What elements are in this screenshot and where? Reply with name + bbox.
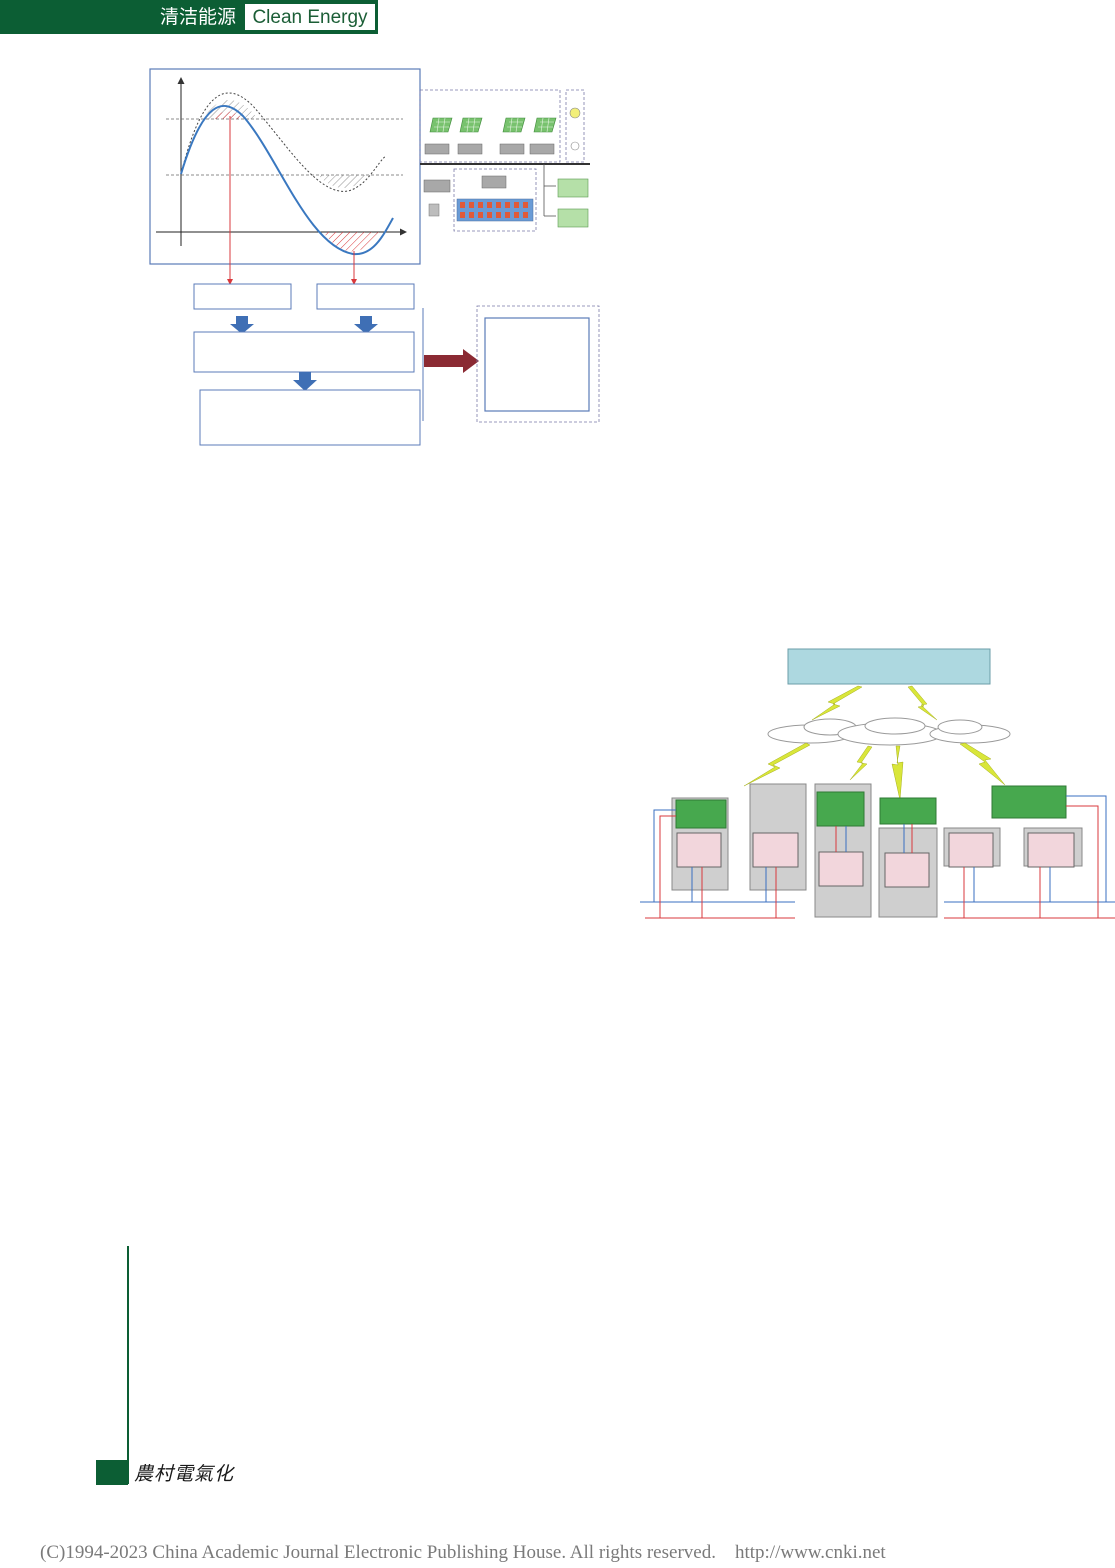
wireless-link-icon	[849, 745, 873, 781]
inverter-box	[424, 143, 450, 155]
power-wiring	[645, 805, 1115, 919]
inverter-box	[499, 143, 525, 155]
figure-2	[640, 648, 1115, 919]
converter-box	[423, 179, 451, 193]
device-box	[1027, 832, 1075, 868]
inverter-box	[457, 143, 483, 155]
load-box	[557, 178, 589, 198]
device-box	[948, 832, 994, 868]
transformer-icon	[570, 141, 580, 151]
regulated-load-curve	[180, 104, 394, 256]
copyright-notice: (C)1994-2023 China Academic Journal Elec…	[40, 1542, 886, 1563]
original-load-curve	[180, 92, 387, 192]
cloud-icon	[837, 717, 943, 746]
wireless-link-icon	[811, 685, 863, 721]
device-box	[752, 832, 799, 868]
figure-1	[149, 68, 600, 446]
device-box	[884, 852, 930, 888]
valley-hatch-gray	[318, 175, 370, 188]
device-box	[818, 851, 864, 887]
solar-panel-icon	[429, 117, 453, 133]
master-station-box	[787, 648, 991, 685]
solar-panel-icon	[502, 117, 526, 133]
output-inner-box	[484, 317, 590, 412]
inverter-box	[529, 143, 555, 155]
output-outer-frame	[476, 305, 600, 423]
converter-box	[481, 175, 507, 189]
signal-wiring	[640, 795, 1115, 903]
ev-charger-icon	[428, 203, 440, 217]
load-box	[557, 208, 589, 228]
solar-panel-icon	[459, 117, 483, 133]
peak-hatch-red	[211, 111, 243, 119]
wireless-link-icon	[907, 685, 938, 721]
wireless-link-icon	[743, 742, 811, 787]
solar-panel-icon	[533, 117, 557, 133]
strategy-box	[193, 331, 415, 373]
terminal-unit-green	[675, 799, 727, 829]
battery-array	[456, 198, 534, 222]
journal-logo: 農村電氣化	[134, 1463, 235, 1485]
terminal-unit-green	[879, 797, 937, 825]
wireless-link-icon	[891, 745, 904, 801]
section-title-en: Clean Energy	[244, 3, 376, 31]
pv-group-frame	[419, 89, 561, 163]
curve-frame	[149, 68, 421, 265]
right-arrow-icon	[424, 349, 479, 373]
footer-block	[96, 1460, 128, 1485]
result-box	[199, 389, 421, 446]
peak-hatch-gray	[203, 100, 258, 119]
down-arrow-icon	[354, 316, 378, 334]
grid-source-icon	[569, 107, 581, 119]
valley-hatch-red	[323, 232, 380, 252]
down-arrow-icon	[293, 372, 317, 391]
valley-box	[316, 283, 415, 310]
terminal-unit-green	[816, 791, 865, 827]
storage-frame	[453, 168, 537, 232]
device-box	[676, 832, 722, 868]
peak-box	[193, 283, 292, 310]
wireless-link-icon	[959, 742, 1006, 786]
grid-source-frame	[565, 89, 585, 163]
battery-cells	[460, 202, 528, 218]
terminal-unit-green	[991, 785, 1067, 819]
down-arrow-icon	[230, 316, 254, 334]
cloud-icon	[929, 719, 1011, 744]
footer-rule	[127, 1246, 129, 1484]
section-title-cn: 清洁能源	[159, 6, 236, 28]
